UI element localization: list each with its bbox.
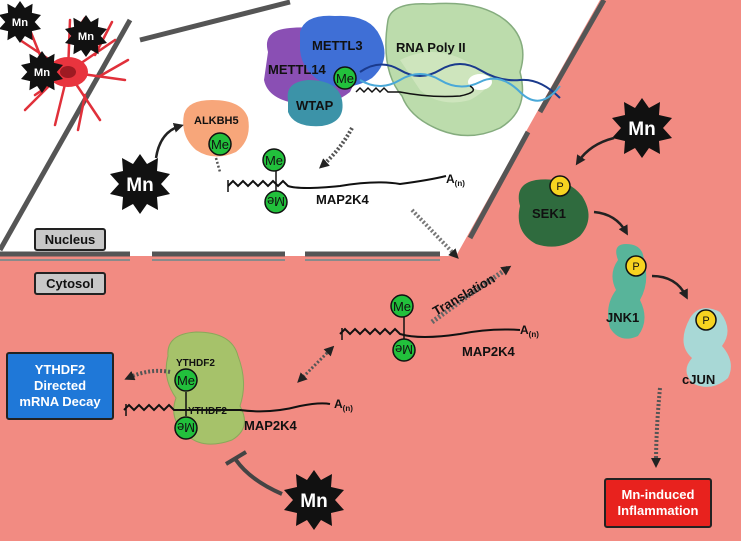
wtap-label: WTAP: [296, 98, 334, 113]
mn-burst-icon: [284, 470, 344, 530]
methyl-mark-nuclear-bottom: Me: [264, 190, 288, 214]
alkbh5-eraser: ALKBH5 Me: [183, 100, 249, 157]
sek1-kinase: SEK1 P: [518, 175, 589, 247]
svg-text:Me: Me: [211, 137, 229, 152]
svg-text:Me: Me: [265, 153, 283, 168]
nuclear-envelope: [0, 0, 607, 257]
mn-burst-icon: [21, 51, 63, 93]
mn-inhibition-arrow: [224, 450, 283, 496]
sek1-label: SEK1: [532, 206, 566, 221]
cjun-to-inflammation-arrow: [651, 387, 662, 468]
methyl-mark-reader-bottom: Me: [174, 416, 198, 440]
mettl3-label: METTL3: [312, 38, 363, 53]
mn-burst-icon: [0, 1, 41, 43]
sek1-to-jnk1-arrow: [593, 210, 628, 236]
mrna-decay-outcome: YTHDF2 Directed mRNA Decay: [6, 352, 114, 420]
mn-burst-cell-3: Mn: [21, 51, 63, 93]
mn-to-alkbh5-arrow: [154, 122, 184, 159]
jnk1-kinase: JNK1 P: [606, 244, 647, 339]
decay-line-2: Directed: [33, 378, 87, 393]
translation-arrow: [430, 265, 512, 325]
inflammation-line-2: Inflammation: [617, 503, 699, 518]
svg-text:Me: Me: [177, 373, 195, 388]
mn-label: Mn: [78, 31, 94, 43]
methyl-mark-eraser: Me: [208, 132, 232, 156]
mn-burst-cytosol-right: Mn: [612, 98, 672, 158]
mrna-nuclear: Me Me A(n) MAP2K4: [227, 148, 465, 214]
mn-burst-cell-2: Mn: [65, 15, 107, 57]
mn-burst-icon: [65, 15, 107, 57]
poly-a-tail: A(n): [334, 397, 353, 413]
svg-text:Me: Me: [336, 71, 354, 86]
nascent-mrna: [355, 85, 475, 98]
cjun-label: cJUN: [682, 372, 715, 387]
cjun-factor: cJUN P: [682, 308, 731, 387]
svg-text:Me: Me: [267, 194, 285, 209]
mettl14-label: METTL14: [268, 62, 327, 77]
mn-burst-icon: [612, 98, 672, 158]
cytosol-tag: Cytosol: [34, 272, 106, 295]
ythdf2-label-bottom: YTHDF2: [188, 406, 227, 417]
nuclear-export-arrow: [410, 208, 459, 259]
svg-text:P: P: [556, 181, 563, 193]
rna-pol-label: RNA Poly II: [396, 40, 466, 55]
svg-text:P: P: [702, 315, 709, 327]
decay-arrow: [124, 368, 171, 381]
mrna-reader-bound: A(n) MAP2K4: [123, 392, 353, 433]
ythdf2-label-top: YTHDF2: [176, 358, 215, 369]
jnk1-to-cjun-arrow: [651, 274, 688, 300]
jnk1-label: JNK1: [606, 310, 639, 325]
methyl-mark-nuclear-top: Me: [262, 148, 286, 172]
mn-label: Mn: [126, 175, 153, 196]
mn-burst-cell-1: Mn: [0, 1, 41, 43]
mn-label: Mn: [34, 67, 50, 79]
phospho-mark-jnk1: P: [625, 255, 647, 277]
svg-text:Me: Me: [395, 342, 413, 357]
mn-burst-icon: [110, 154, 170, 214]
mn-burst-nucleus: Mn: [110, 154, 170, 214]
map2k4-label-reader: MAP2K4: [244, 418, 298, 433]
mn-label: Mn: [628, 119, 655, 140]
methyl-mark-cytosol-top: Me: [390, 294, 414, 318]
mn-label: Mn: [300, 491, 327, 512]
svg-text:Me: Me: [177, 420, 195, 435]
ythdf2-reader: YTHDF2 YTHDF2 Me Me: [165, 331, 245, 445]
decay-line-1: YTHDF2: [34, 362, 86, 377]
map2k4-label-cytosol: MAP2K4: [462, 344, 516, 359]
nucleus-tag: Nucleus: [34, 228, 106, 251]
mn-label: Mn: [12, 17, 28, 29]
dna-helix: [359, 63, 561, 102]
reader-binding-arrow: [297, 345, 335, 383]
methylation-arrow: [319, 127, 354, 169]
phospho-mark-sek1: P: [549, 175, 571, 197]
alkbh5-release-arrow: [214, 157, 222, 173]
poly-a-tail: A(n): [446, 172, 465, 188]
svg-text:P: P: [632, 261, 639, 273]
mn-to-sek1-arrow: [575, 136, 615, 166]
phospho-mark-cjun: P: [695, 309, 717, 331]
translation-label: Translation: [430, 271, 498, 319]
methyl-mark-writer: Me: [333, 66, 357, 90]
map2k4-label-nuclear: MAP2K4: [316, 192, 370, 207]
alkbh5-label: ALKBH5: [194, 115, 239, 127]
methyl-mark-reader-top: Me: [174, 368, 198, 392]
svg-text:Me: Me: [393, 299, 411, 314]
poly-a-tail: A(n): [520, 323, 539, 339]
mn-burst-cytosol-bottom: Mn: [284, 470, 344, 530]
decay-line-3: mRNA Decay: [19, 394, 101, 409]
inflammation-line-1: Mn-induced: [621, 487, 695, 502]
mrna-cytosol: Me Me A(n) MAP2K4: [339, 294, 539, 362]
inflammation-outcome: Mn-induced Inflammation: [604, 478, 712, 528]
wtap-protein: [287, 80, 343, 127]
methyl-mark-cytosol-bottom: Me: [392, 338, 416, 362]
